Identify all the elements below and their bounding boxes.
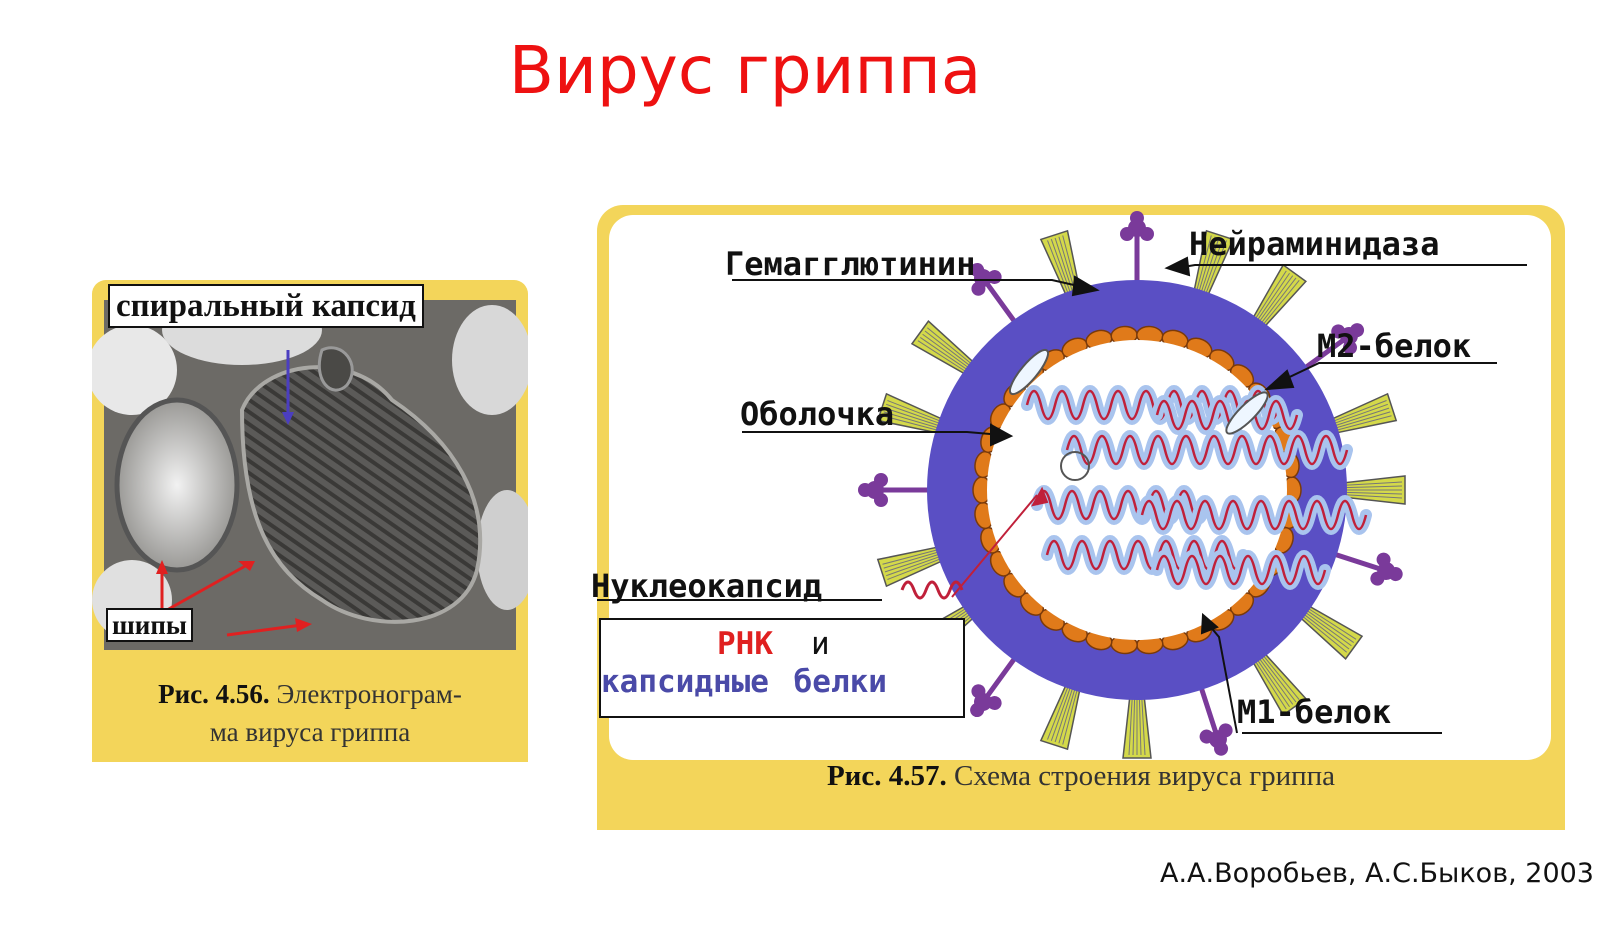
- m2-channel-2: [1225, 391, 1269, 435]
- neuraminidase-spike: [1197, 684, 1233, 756]
- caption-fig-4-57-text: Схема строения вируса гриппа: [954, 760, 1336, 792]
- label-envelope: Оболочка: [740, 395, 895, 433]
- caption-fig-4-56-line1: Электронограм-: [276, 679, 462, 709]
- label-spikes: шипы: [106, 608, 193, 642]
- neuraminidase-spike: [1301, 323, 1365, 372]
- m2-channel: [1008, 348, 1050, 396]
- caption-fig-4-56-number: Рис. 4.56.: [158, 679, 270, 709]
- label-nucleocapsid: Нуклеокапсид: [591, 567, 823, 605]
- electronogram-figure: спиральный капсид шипы Рис. 4.56. Электр…: [92, 280, 528, 762]
- neuraminidase-spike: [970, 262, 1019, 326]
- neuraminidase-spike: [970, 654, 1019, 718]
- hemagglutinin-spike: [1250, 650, 1307, 717]
- hemagglutinin-spike: [1328, 392, 1398, 435]
- label-and: и: [811, 626, 830, 662]
- caption-fig-4-56-line2: ма вируса гриппа: [209, 717, 411, 747]
- label-helical-capsid: спиральный капсид: [108, 284, 424, 328]
- label-m2-protein: М2-белок: [1317, 327, 1472, 365]
- virus-scheme-drawing: [597, 211, 1527, 759]
- nucleocapsid-box: РНК и капсидные белки: [599, 618, 965, 718]
- label-m1-protein: М1-белок: [1237, 693, 1392, 731]
- hemagglutinin-spike: [1122, 694, 1152, 759]
- label-neuraminidase: Нейраминидаза: [1189, 225, 1440, 263]
- hemagglutinin-spike: [1341, 475, 1406, 505]
- label-rna: РНК: [717, 626, 773, 662]
- hemagglutinin-spike: [876, 545, 946, 588]
- caption-fig-4-57-number: Рис. 4.57.: [826, 760, 947, 792]
- neuraminidase-spike: [858, 473, 932, 507]
- neuraminidase-spike: [1120, 211, 1154, 285]
- hemagglutinin-spike: [1039, 681, 1082, 751]
- label-capsid-proteins: капсидные белки: [601, 664, 887, 700]
- virus-scheme-figure: Гемагглютинин Нейраминидаза М2-белок Обо…: [591, 205, 1565, 830]
- source-credit: А.А.Воробьев, А.С.Быков, 2003: [1159, 858, 1594, 889]
- caption-fig-4-57: Рис. 4.57. Схема строения вируса гриппа: [597, 760, 1565, 793]
- caption-fig-4-56: Рис. 4.56. Электронограм- ма вируса грип…: [92, 675, 528, 751]
- neuraminidase-spike: [1331, 550, 1403, 586]
- label-hemagglutinin: Гемагглютинин: [725, 245, 976, 283]
- surface-spikes: [858, 211, 1406, 759]
- rna-segments: [1021, 385, 1372, 590]
- slide-title: Вирус гриппа: [508, 32, 982, 109]
